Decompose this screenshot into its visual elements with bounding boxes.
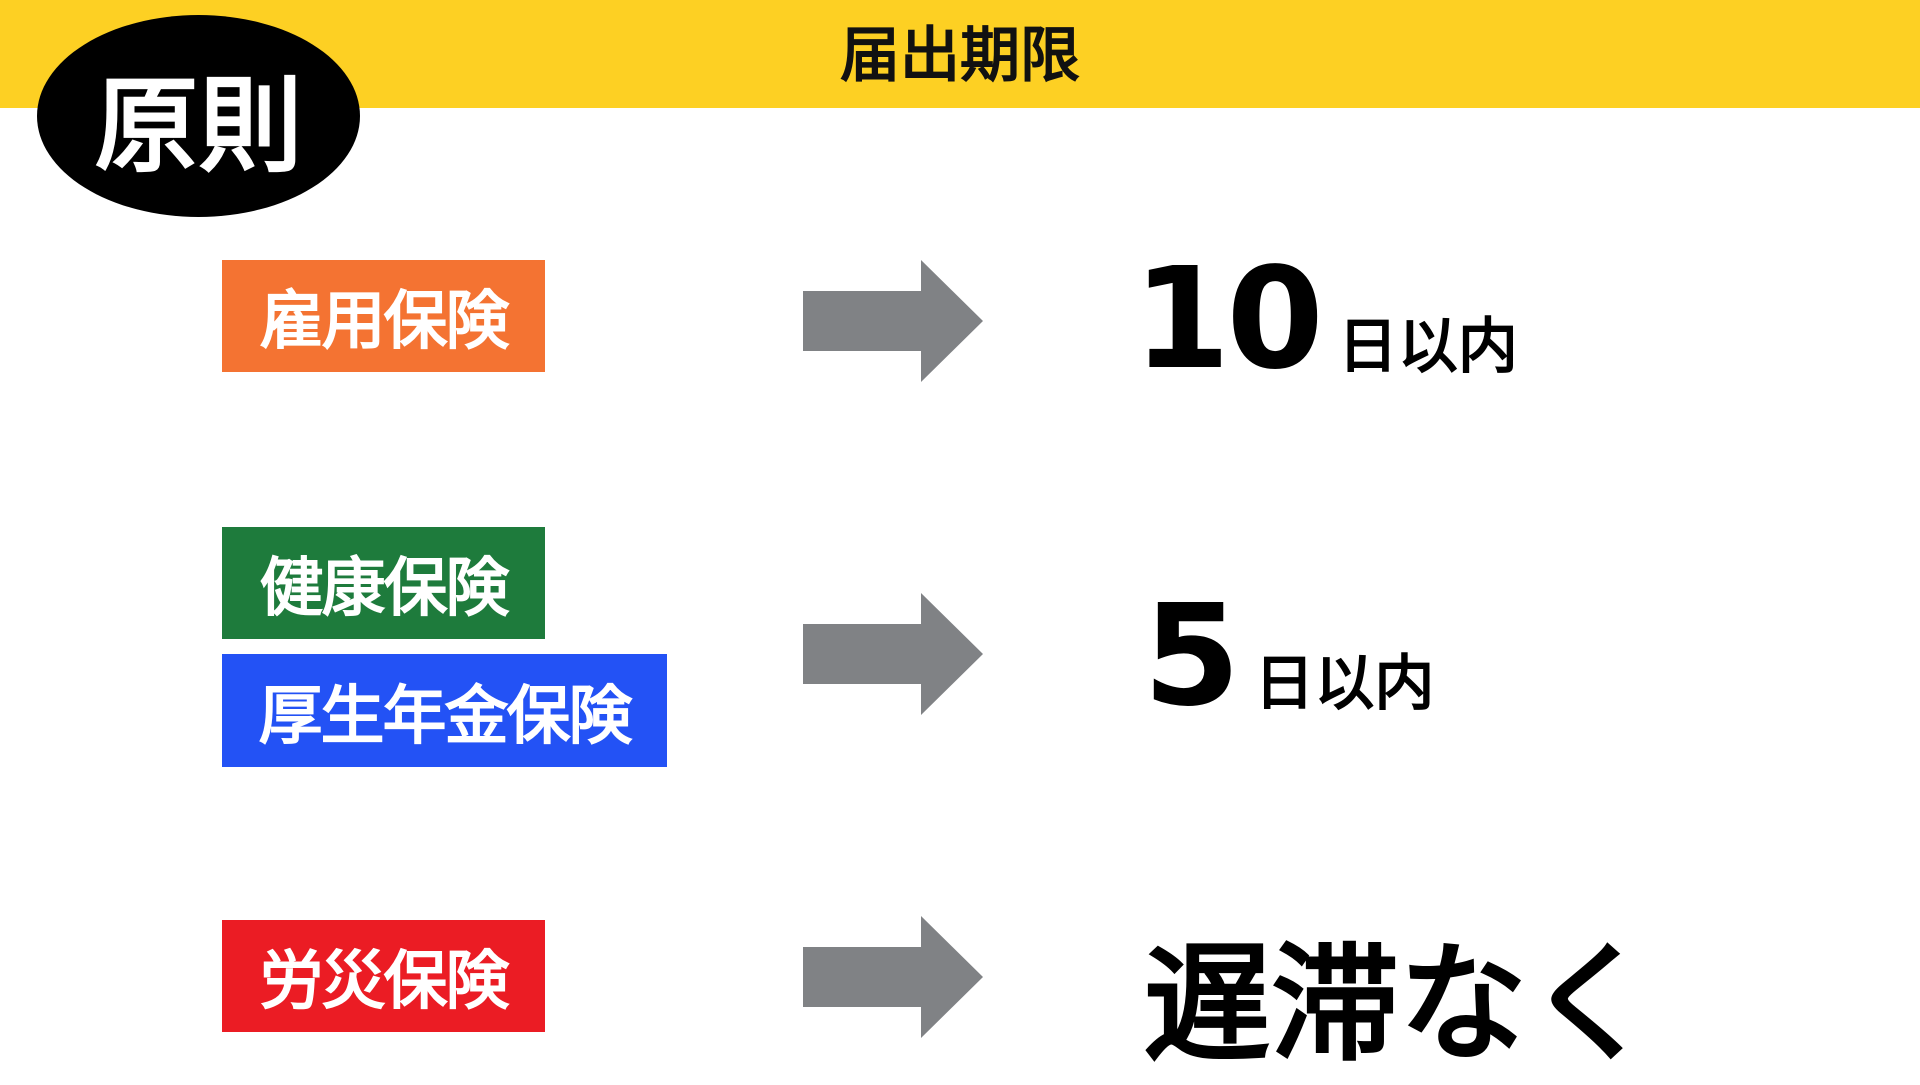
label-pension-insurance: 厚生年金保険 [222,654,667,767]
arrow-right-icon [803,916,983,1038]
principle-badge: 原則 [37,15,360,217]
deadline-employment: 10 日以内 [1133,238,1518,401]
label-employment-insurance: 雇用保険 [222,260,545,372]
arrow-right-icon [803,260,983,382]
deadline-number: 5 [1143,575,1240,738]
deadline-unit: 日以内 [1337,312,1518,382]
label-health-insurance: 健康保険 [222,527,545,639]
deadline-workers-comp: 遅滞なく [1143,900,1655,1085]
label-workers-comp-insurance: 労災保険 [222,920,545,1032]
page-title: 届出期限 [840,21,1080,91]
arrow-right-icon [803,593,983,715]
deadline-text: 遅滞なく [1143,930,1656,1079]
deadline-unit: 日以内 [1254,649,1435,719]
deadline-number: 10 [1133,238,1324,401]
deadline-health-pension: 5 日以内 [1143,575,1434,738]
